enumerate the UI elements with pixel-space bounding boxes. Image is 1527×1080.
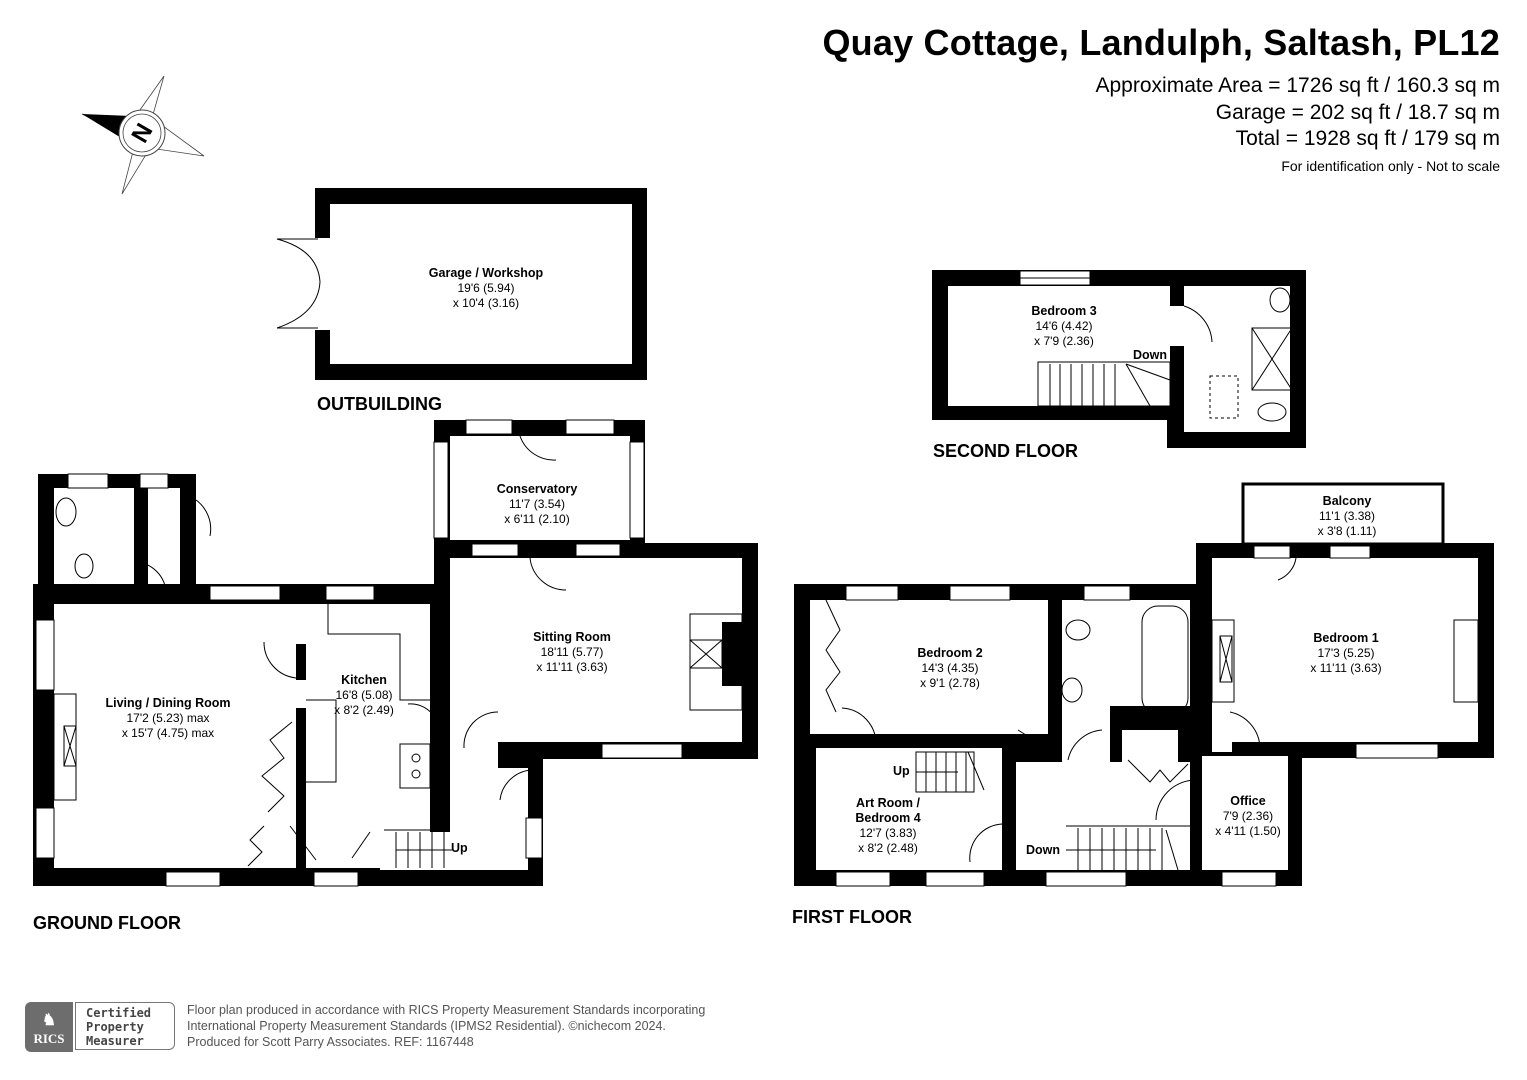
room-name: Bedroom 3 <box>1031 304 1097 318</box>
room-name: Balcony <box>1322 494 1372 508</box>
room-name-line2: Bedroom 4 <box>855 811 921 825</box>
room-dimension: x 8'2 (2.49) <box>334 703 394 717</box>
room-name: Bedroom 1 <box>1313 631 1379 645</box>
stairs-down-label: Down <box>1026 843 1061 857</box>
footer-line-2: International Property Measurement Stand… <box>187 1019 666 1033</box>
room-dimension: x 9'1 (2.78) <box>920 676 980 690</box>
room-bedroom-1: Bedroom 1 17'3 (5.25) x 11'11 (3.63) <box>1310 631 1381 676</box>
second-floor-walls <box>932 270 1306 448</box>
footer-disclaimer: Floor plan produced in accordance with R… <box>187 1002 705 1050</box>
room-dimension: x 15'7 (4.75) max <box>121 726 215 740</box>
certified-measurer-text: Certified Property Measurer <box>75 1002 175 1050</box>
room-art-room-bedroom-4: Art Room / Bedroom 4 12'7 (3.83) x 8'2 (… <box>855 796 920 856</box>
room-living-dining: Living / Dining Room 17'2 (5.23) max x 1… <box>106 696 231 741</box>
scale-disclaimer: For identification only - Not to scale <box>1281 158 1500 174</box>
room-bedroom-2: Bedroom 2 14'3 (4.35) x 9'1 (2.78) <box>917 646 982 691</box>
rics-logo: ♞ RICS <box>25 1002 73 1052</box>
room-dimension: x 11'11 (3.63) <box>536 660 608 674</box>
room-dimension: x 4'11 (1.50) <box>1215 824 1281 838</box>
approximate-area: Approximate Area = 1726 sq ft / 160.3 sq… <box>1095 74 1501 97</box>
room-name: Conservatory <box>496 482 578 496</box>
outbuilding-label: OUTBUILDING <box>317 394 442 414</box>
room-name: Living / Dining Room <box>105 696 231 710</box>
room-dimension: 14'6 (4.42) <box>1035 319 1093 333</box>
ground-floor-label: GROUND FLOOR <box>33 913 181 933</box>
room-dimension: x 7'9 (2.36) <box>1034 334 1094 348</box>
room-dimension: 18'11 (5.77) <box>540 645 604 659</box>
first-floor-walls <box>794 482 1494 887</box>
garage-area: Garage = 202 sq ft / 18.7 sq m <box>1215 101 1500 124</box>
property-title: Quay Cottage, Landulph, Saltash, PL12 <box>822 22 1500 63</box>
room-dimension: 12'7 (3.83) <box>859 826 917 840</box>
rics-lion-icon: ♞ <box>41 1012 57 1029</box>
room-dimension: x 8'2 (2.48) <box>858 841 918 855</box>
room-kitchen: Kitchen 16'8 (5.08) x 8'2 (2.49) <box>334 673 394 718</box>
room-name: Office <box>1230 794 1266 808</box>
second-floor-label: SECOND FLOOR <box>933 441 1079 461</box>
ground-floor-walls <box>33 419 758 887</box>
room-garage-workshop: Garage / Workshop 19'6 (5.94) x 10'4 (3.… <box>429 266 543 311</box>
stairs-up-label: Up <box>893 764 910 778</box>
room-dimension: 16'8 (5.08) <box>335 688 393 702</box>
rics-certified-badge: ♞ RICS Certified Property Measurer <box>25 1002 176 1052</box>
north-compass-icon: N <box>81 75 205 195</box>
first-floor-label: FIRST FLOOR <box>792 907 912 927</box>
total-area: Total = 1928 sq ft / 179 sq m <box>1235 127 1500 150</box>
room-bedroom-3: Bedroom 3 14'6 (4.42) x 7'9 (2.36) <box>1031 304 1096 349</box>
room-dimension: x 11'11 (3.63) <box>1310 661 1382 675</box>
room-dimension: 11'1 (3.38) <box>1318 509 1376 523</box>
room-dimension: x 3'8 (1.11) <box>1317 524 1377 538</box>
room-dimension: 14'3 (4.35) <box>921 661 979 675</box>
room-dimension: 7'9 (2.36) <box>1222 809 1274 823</box>
garage-walls <box>276 188 647 380</box>
room-dimension: 17'3 (5.25) <box>1317 646 1375 660</box>
room-dimension: 17'2 (5.23) max <box>126 711 210 725</box>
room-dimension: x 6'11 (2.10) <box>504 512 570 526</box>
room-dimension: x 10'4 (3.16) <box>452 296 520 310</box>
room-name: Art Room / <box>856 796 920 810</box>
stairs-up-label: Up <box>451 841 468 855</box>
room-name: Kitchen <box>341 673 387 687</box>
stairs-down-label: Down <box>1133 348 1168 362</box>
room-office: Office 7'9 (2.36) x 4'11 (1.50) <box>1215 794 1280 839</box>
footer-line-1: Floor plan produced in accordance with R… <box>187 1003 706 1017</box>
room-name: Garage / Workshop <box>428 266 544 280</box>
room-name: Bedroom 2 <box>917 646 983 660</box>
room-balcony: Balcony 11'1 (3.38) x 3'8 (1.11) <box>1318 494 1377 539</box>
room-dimension: 11'7 (3.54) <box>508 497 566 511</box>
room-sitting-room: Sitting Room 18'11 (5.77) x 11'11 (3.63) <box>533 630 611 675</box>
room-dimension: 19'6 (5.94) <box>457 281 515 295</box>
room-name: Sitting Room <box>533 630 611 644</box>
footer-line-3: Produced for Scott Parry Associates. REF… <box>187 1035 474 1049</box>
room-conservatory: Conservatory 11'7 (3.54) x 6'11 (2.10) <box>497 482 578 527</box>
